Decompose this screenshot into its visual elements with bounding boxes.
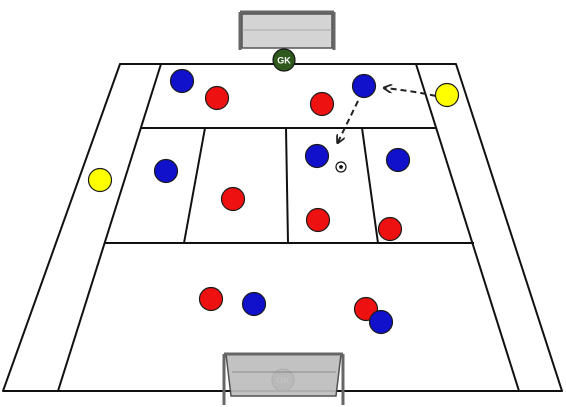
zone-divider-1 — [184, 128, 205, 243]
top-goalkeeper-label: GK — [277, 56, 291, 66]
players — [89, 70, 459, 334]
blue-player — [306, 145, 329, 168]
red-player — [200, 288, 223, 311]
blue-player — [243, 293, 266, 316]
pitch — [3, 64, 562, 391]
neutral-player — [89, 169, 112, 192]
top-goal — [240, 12, 334, 50]
blue-player — [370, 311, 393, 334]
red-player — [206, 87, 229, 110]
blue-player — [353, 75, 376, 98]
soccer-ball-icon — [336, 162, 346, 172]
red-player — [222, 188, 245, 211]
zone-divider-2 — [286, 128, 288, 243]
top-goalkeeper: GK — [273, 49, 295, 71]
left-channel-line — [58, 64, 161, 391]
blue-player — [171, 70, 194, 93]
zone-divider-3 — [362, 128, 378, 243]
blue-player — [387, 149, 410, 172]
pitch-outline — [3, 64, 562, 391]
run-arrow-2 — [338, 101, 358, 142]
run-arrow-1 — [385, 88, 436, 96]
neutral-player — [436, 84, 459, 107]
blue-player — [155, 160, 178, 183]
right-channel-line — [416, 64, 519, 391]
red-player — [311, 93, 334, 116]
red-player — [307, 209, 330, 232]
bottom-goal — [224, 354, 343, 405]
red-player — [379, 218, 402, 241]
